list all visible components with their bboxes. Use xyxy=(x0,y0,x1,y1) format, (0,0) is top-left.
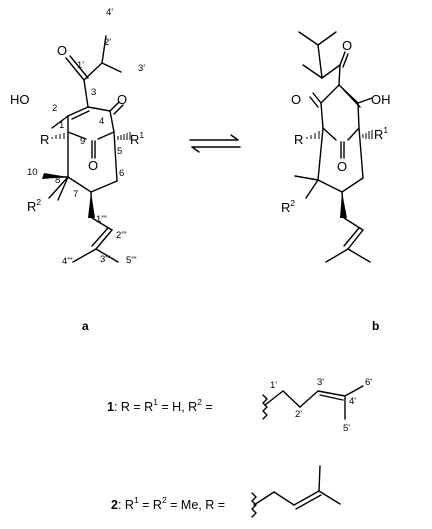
svg-text:2''': 2''' xyxy=(116,230,127,241)
c4-oxygen-label: O xyxy=(117,92,127,107)
b-r2-substituent-label: R2 xyxy=(281,198,295,215)
svg-text:5: 5 xyxy=(117,146,122,157)
svg-text:2': 2' xyxy=(295,409,302,420)
svg-text:3': 3' xyxy=(138,63,145,74)
svg-text:4': 4' xyxy=(106,7,113,18)
tautomer-a-label: a xyxy=(82,319,89,333)
compound-2-definition: 2: R1 = R2 = Me, R = xyxy=(111,495,225,512)
b-c9-oxygen-label: O xyxy=(337,159,347,174)
ketone-oxygen-label: O xyxy=(57,43,67,58)
svg-text:4: 4 xyxy=(99,116,104,127)
hydroxyl-label: HO xyxy=(10,92,30,107)
svg-text:2: 2 xyxy=(52,103,57,114)
r1-substituent-label: R1 xyxy=(130,130,144,147)
tautomer-b-label: b xyxy=(372,319,379,333)
svg-text:9: 9 xyxy=(80,136,85,147)
svg-text:6: 6 xyxy=(119,168,124,179)
compound-1-locants: 1' 2' 3' 4' 5' 6' xyxy=(270,377,372,434)
compound-1-definition: 1: R = R1 = H, R2 = xyxy=(107,397,213,414)
svg-text:8: 8 xyxy=(55,175,60,186)
tautomer-a-locants: 1 2 3 4 5 6 7 8 9 10 1' 2' 3' 4' 1''' 2'… xyxy=(27,7,145,267)
svg-text:2': 2' xyxy=(104,37,111,48)
b-c2-oxygen-label: O xyxy=(291,92,301,107)
svg-text:5''': 5''' xyxy=(126,255,137,266)
b-r1-substituent-label: R1 xyxy=(374,125,388,142)
svg-text:5': 5' xyxy=(343,423,350,434)
svg-text:6': 6' xyxy=(365,377,372,388)
tautomer-a-hashed-bonds xyxy=(51,132,131,140)
b-r-substituent-label: R xyxy=(294,132,303,147)
r2-substituent-label: R2 xyxy=(27,197,41,214)
b-ketone-oxygen-label: O xyxy=(342,38,352,53)
svg-text:3: 3 xyxy=(91,87,96,98)
b-hydroxyl-label: OH xyxy=(371,92,391,107)
tautomer-a-structure xyxy=(45,35,124,263)
c9-oxygen-label: O xyxy=(88,158,98,173)
equilibrium-arrows-icon xyxy=(189,134,241,153)
tautomer-a-wedges xyxy=(42,173,95,218)
svg-text:3': 3' xyxy=(317,377,324,388)
svg-text:1': 1' xyxy=(270,380,277,391)
tautomer-b-hashed-bonds xyxy=(306,130,373,139)
svg-text:4': 4' xyxy=(349,396,356,407)
svg-text:1''': 1''' xyxy=(96,214,107,225)
compound-1-geranyl-chain xyxy=(262,385,364,420)
tautomer-b-wedges xyxy=(340,192,347,218)
svg-text:10: 10 xyxy=(27,167,38,178)
svg-text:7: 7 xyxy=(73,189,78,200)
svg-text:4''': 4''' xyxy=(62,256,73,267)
r-substituent-label: R xyxy=(40,132,49,147)
svg-text:3''': 3''' xyxy=(100,254,111,265)
tautomer-b-structure xyxy=(294,31,373,263)
svg-text:1: 1 xyxy=(59,120,64,131)
svg-text:1': 1' xyxy=(77,60,84,71)
compound-2-prenyl-chain xyxy=(251,465,341,518)
